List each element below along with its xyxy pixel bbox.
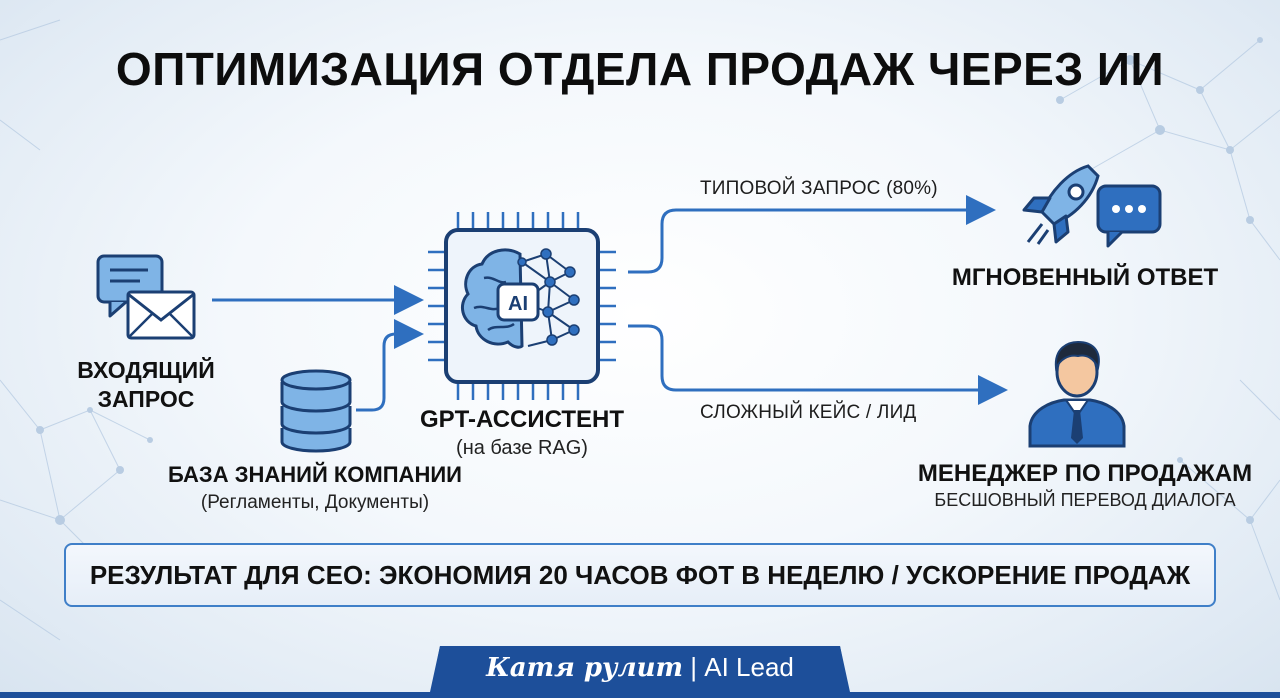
arrow-knowledge-to-assistant [356,319,424,412]
sales-manager-sublabel: БЕСШОВНЫЙ ПЕРЕВОД ДИАЛОГА [934,490,1236,510]
footer-text: Катя рулит | AI Lead [430,652,850,683]
chat-bubble-icon [1096,184,1162,248]
database-icon [280,369,352,453]
instant-answer-label: МГНОВЕННЫЙ ОТВЕТ [951,264,1219,291]
knowledge-base-sublabel: (Регламенты, Документы) [200,492,430,513]
assistant-label: GPT-АССИСТЕНТ [419,406,625,433]
message-icon [96,254,196,340]
instant-answer-icons [1022,164,1162,248]
knowledge-base-label: БАЗА ЗНАНИЙ КОМПАНИИ [168,462,462,487]
arrow-assistant-to-manager [628,324,1008,405]
footer-bar [0,646,1280,698]
typical-request-label: ТИПОВОЙ ЗАПРОС (80%) [700,178,938,199]
rocket-icon [1022,164,1100,245]
envelope-icon [126,290,196,340]
arrow-assistant-to-instant [628,195,996,274]
manager-icon [1028,340,1126,448]
ai-chip-icon: AI [428,212,616,400]
complex-case-label: СЛОЖНЫЙ КЕЙС / ЛИД [700,402,917,423]
footer-brand: Катя рулит [486,653,684,683]
ai-chip-text: AI [508,293,528,315]
footer-role: AI Lead [704,652,794,682]
incoming-request-label: ВХОДЯЩИЙ ЗАПРОС [77,357,215,412]
sales-manager-label: МЕНЕДЖЕР ПО ПРОДАЖАМ [917,460,1253,487]
result-banner: РЕЗУЛЬТАТ ДЛЯ СЕО: ЭКОНОМИЯ 20 ЧАСОВ ФОТ… [64,543,1216,607]
result-banner-text: РЕЗУЛЬТАТ ДЛЯ СЕО: ЭКОНОМИЯ 20 ЧАСОВ ФОТ… [89,559,1191,590]
footer-separator: | [690,652,698,682]
assistant-sublabel: (на базе RAG) [456,437,588,459]
page-title: ОПТИМИЗАЦИЯ ОТДЕЛА ПРОДАЖ ЧЕРЕЗ ИИ [115,43,1165,95]
